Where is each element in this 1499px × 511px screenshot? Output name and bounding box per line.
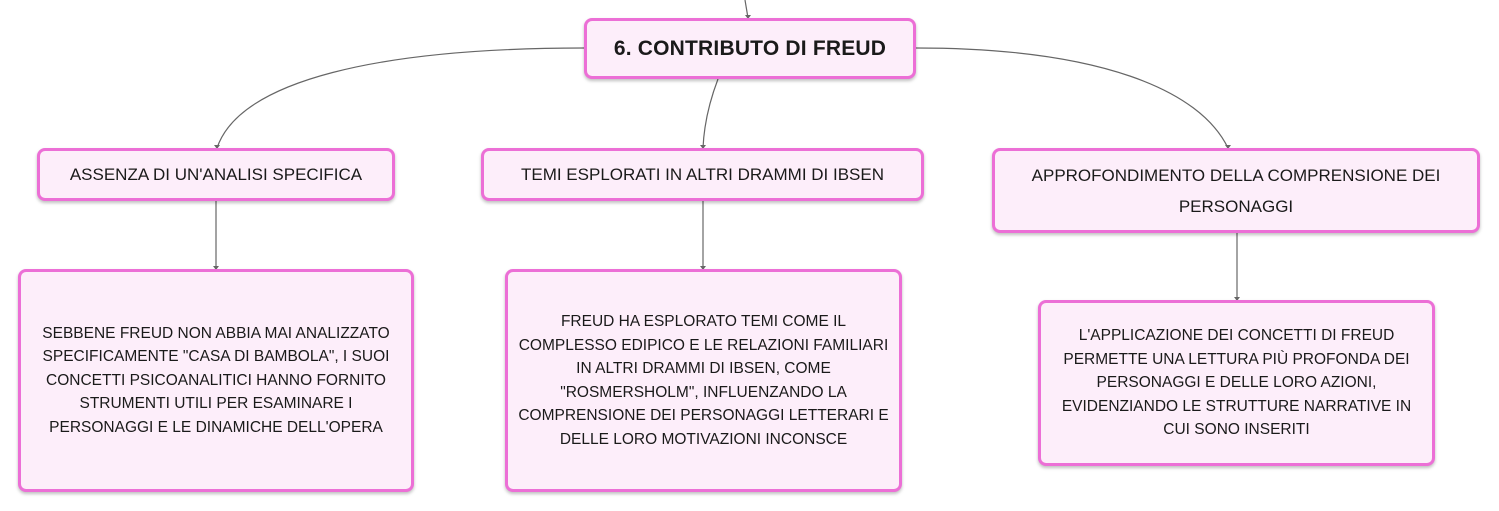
detail-node-text: L'APPLICAZIONE DEI CONCETTI DI FREUD PER… [1061,327,1412,439]
arrowhead-t1 [214,145,220,149]
connector-root-t3 [915,47,1229,149]
topic-node-assenza[interactable]: ASSENZA DI UN'ANALISI SPECIFICA [37,148,395,201]
detail-node-text: SEBBENE FREUD NON ABBIA MAI ANALIZZATO S… [42,324,390,436]
detail-node-approfondimento[interactable]: L'APPLICAZIONE DEI CONCETTI DI FREUD PER… [1038,300,1435,466]
detail-node-assenza[interactable]: SEBBENE FREUD NON ABBIA MAI ANALIZZATO S… [18,269,414,492]
arrowhead-t3 [1225,145,1231,149]
topic-node-label: TEMI ESPLORATI IN ALTRI DRAMMI DI IBSEN [520,165,885,184]
connector-root-t2 [702,78,719,149]
root-node-label: 6. CONTRIBUTO DI FREUD [613,36,887,60]
topic-node-label: ASSENZA DI UN'ANALISI SPECIFICA [69,165,363,184]
arrowhead-incoming [745,15,751,19]
detail-node-temi[interactable]: FREUD HA ESPLORATO TEMI COME IL COMPLESS… [505,269,902,492]
arrowhead-d2 [700,266,706,270]
root-node[interactable]: 6. CONTRIBUTO DI FREUD [584,18,916,79]
arrowhead-t2 [700,145,706,149]
topic-node-temi[interactable]: TEMI ESPLORATI IN ALTRI DRAMMI DI IBSEN [481,148,924,201]
connector-root-t1 [216,47,585,149]
topic-node-approfondimento[interactable]: APPROFONDIMENTO DELLA COMPRENSIONE DEI P… [992,148,1480,233]
topic-node-label: APPROFONDIMENTO DELLA COMPRENSIONE DEI P… [1031,165,1441,216]
arrowhead-d1 [213,266,219,270]
detail-node-text: FREUD HA ESPLORATO TEMI COME IL COMPLESS… [518,313,889,448]
arrowhead-d3 [1234,297,1240,301]
